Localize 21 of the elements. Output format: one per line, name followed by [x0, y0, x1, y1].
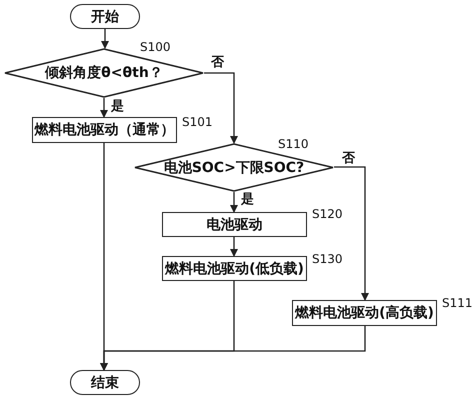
process-box: 燃料电池驱动（通常） [32, 117, 177, 143]
arrow [100, 326, 366, 371]
process-box: 燃料电池驱动(高负载) [292, 300, 437, 326]
end-terminal: 结束 [70, 370, 140, 395]
process-box: 电池驱动 [162, 212, 307, 237]
edge-label: 否 [341, 152, 356, 166]
edge-label: 是 [110, 100, 125, 114]
step-label: S130 [312, 252, 343, 266]
process-box: 燃料电池驱动(低负载) [162, 256, 307, 281]
arrow [334, 166, 369, 301]
start-terminal: 开始 [70, 4, 140, 29]
step-label: S120 [312, 207, 343, 221]
step-label: S111 [442, 296, 473, 310]
arrow [204, 72, 238, 144]
edge-label: 是 [240, 193, 255, 207]
arrow [100, 98, 108, 118]
arrow [101, 29, 109, 49]
step-label: S101 [182, 115, 213, 129]
arrow [230, 237, 238, 257]
arrow [230, 192, 238, 213]
edge-label: 否 [210, 56, 225, 70]
